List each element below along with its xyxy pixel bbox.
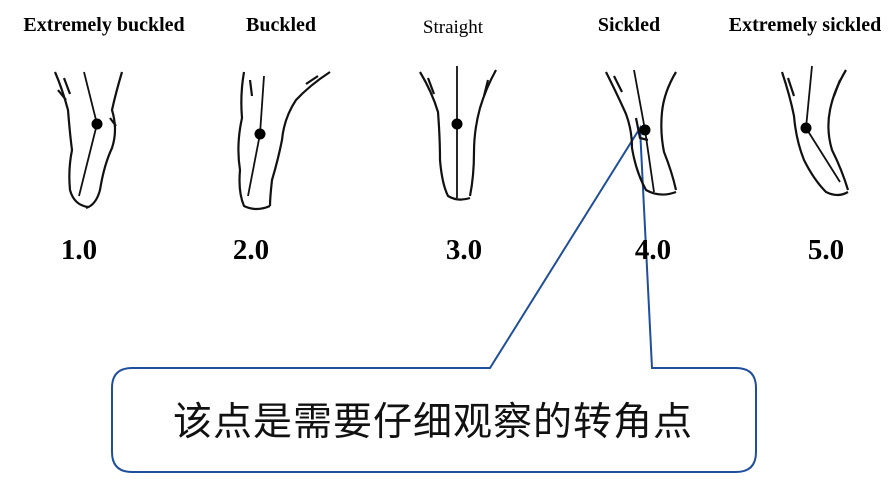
joint-point-2 xyxy=(255,129,266,140)
leg-figure-5 xyxy=(782,66,848,195)
stage-score-3: 3.0 xyxy=(446,234,482,267)
stage-label-3: Straight xyxy=(423,17,483,39)
axis-line-2 xyxy=(260,76,264,134)
axis-line-1 xyxy=(84,72,97,124)
stage-label-1: Extremely buckled xyxy=(23,14,184,37)
stage-score-4: 4.0 xyxy=(635,234,671,267)
joint-point-1 xyxy=(92,119,103,130)
callout-text: 该点是需要仔细观察的转角点 xyxy=(112,368,754,470)
joint-point-5 xyxy=(801,123,812,134)
leg-figure-1 xyxy=(55,72,122,208)
stage-label-5: Extremely sickled xyxy=(729,14,881,37)
axis-line-5 xyxy=(806,66,812,128)
stage-score-1: 1.0 xyxy=(61,234,97,267)
stage-score-5: 5.0 xyxy=(808,234,844,267)
leg-figure-3 xyxy=(420,66,496,200)
stage-label-4: Sickled xyxy=(598,14,660,37)
joint-point-3 xyxy=(452,119,463,130)
stage-label-2: Buckled xyxy=(246,14,316,37)
leg-figure-2 xyxy=(238,72,330,209)
joint-point-4 xyxy=(640,125,651,136)
stage-score-2: 2.0 xyxy=(233,234,269,267)
